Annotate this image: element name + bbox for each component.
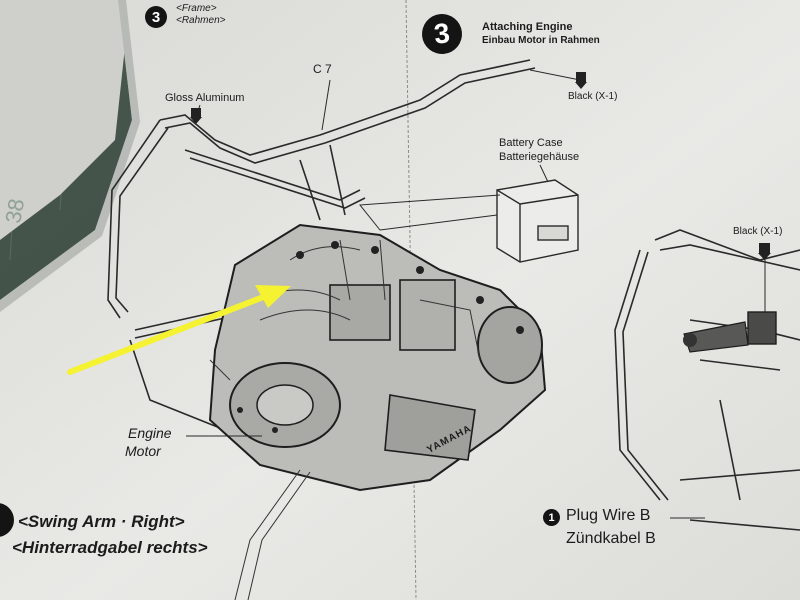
- black-x1-right-label: Black (X-1): [733, 226, 783, 237]
- plug-wire-number: 1: [543, 509, 560, 526]
- prev-step-title-de: <Rahmen>: [176, 15, 226, 26]
- plug-wire-de-label: Zündkabel B: [566, 530, 656, 547]
- yellow-arrow-annotation: [67, 285, 291, 375]
- swing-arm-title-de: <Hinterradgabel rechts>: [12, 538, 208, 557]
- frame-drawing: [107, 59, 536, 441]
- engine-de-label: Motor: [125, 443, 161, 459]
- battery-leader: [539, 164, 549, 183]
- paper-shadow: [0, 0, 140, 312]
- black-x1-top-label: Black (X-1): [568, 91, 618, 102]
- black-paint-bottle-icon: [575, 72, 587, 89]
- paint-bottle-icon: [190, 108, 202, 124]
- battery-arrow-line: [359, 194, 501, 231]
- black-paint-bottle-right-icon: [758, 243, 771, 260]
- battery-case-drawing: [496, 179, 579, 263]
- gloss-aluminum-label: Gloss Aluminum: [165, 92, 245, 104]
- step-title: Attaching Engine: [482, 21, 573, 33]
- battery-case-label: Battery Case: [499, 137, 563, 149]
- mat-number: 38: [0, 196, 30, 226]
- c7-leader: [321, 79, 331, 131]
- black-top-leader: [529, 69, 581, 81]
- part-c7-label: C 7: [313, 62, 332, 76]
- swing-arm-title: <Swing Arm · Right>: [18, 512, 185, 531]
- battery-case-de-label: Batteriegehäuse: [499, 151, 580, 163]
- prev-step-number: 3: [145, 6, 167, 28]
- engine-label: Engine: [128, 425, 172, 441]
- engine-drawing: [208, 223, 547, 600]
- back-paper-sheet: [0, 0, 130, 240]
- step-title-de: Einbau Motor in Rahmen: [482, 35, 600, 46]
- right-part-drawing: [683, 311, 777, 353]
- swing-arm-step-circle: [0, 503, 14, 537]
- prev-step-title: <Frame>: [176, 3, 217, 14]
- plug-wire-label: Plug Wire B: [566, 507, 651, 524]
